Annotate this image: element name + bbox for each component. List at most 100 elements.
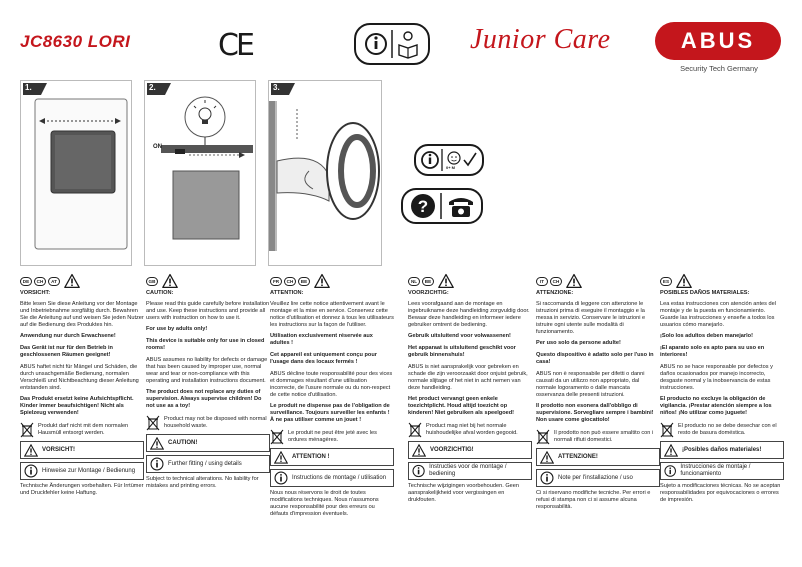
info-icon <box>421 151 439 169</box>
info-icon <box>150 457 164 471</box>
crossed-out-bin-icon <box>146 415 160 431</box>
abus-logo: ABUS <box>655 22 781 60</box>
crossed-out-bin-icon <box>270 429 284 445</box>
adults-only-note: Anwendung nur durch Erwachsene! <box>20 333 116 339</box>
crossed-out-bin-icon <box>536 429 550 445</box>
warning-triangle-icon <box>412 443 426 457</box>
indoor-only-note: This device is suitable only for use in … <box>146 338 265 351</box>
indoor-only-note: Questo dispositivo è adatto solo per l'u… <box>536 352 654 365</box>
country-flag-at: AT <box>48 276 60 286</box>
disposal-row: Il prodotto non può essere smaltito con … <box>536 429 660 445</box>
section-heading: VORSICHT: <box>20 290 51 296</box>
step-number: 2. <box>147 83 171 95</box>
disposal-text: Le produit ne peut être jeté avec les or… <box>288 430 377 443</box>
country-flag-it: IT <box>536 276 548 286</box>
warning-triangle-icon <box>664 443 678 457</box>
ce-mark: CE <box>218 28 255 63</box>
adults-only-note: For use by adults only! <box>146 326 208 332</box>
country-flag-nl: NL <box>408 276 420 286</box>
on-label: ON <box>153 144 162 150</box>
disposal-row: Le produit ne peut être jeté avec les or… <box>270 429 394 445</box>
info-label: Instructions de montage / utilisation <box>292 474 387 481</box>
section-heading: POSIBLES DAÑOS MATERIALES: <box>660 290 750 296</box>
crossed-out-bin-icon <box>408 422 422 438</box>
supervision-note: El producto no excluye la obligación de … <box>660 396 772 416</box>
section-heading: ATTENTION: <box>270 290 304 296</box>
disposal-row: Product may not be disposed with normal … <box>146 415 270 431</box>
crossed-out-bin-icon <box>20 422 34 438</box>
panel-step-2: 2. ON <box>144 80 256 266</box>
crossed-out-bin-icon <box>660 422 674 438</box>
footer-text: Nous nous réservons le droit de toutes m… <box>270 490 379 517</box>
liability-text: ABUS haftet nicht für Mängel und Schäden… <box>20 364 139 391</box>
info-label: Instrucciones de montaje / funcionamient… <box>680 464 751 477</box>
caution-label: ATTENZIONE! <box>558 453 598 460</box>
info-label: Hinweise zur Montage / Bedienung <box>42 467 136 474</box>
disposal-text: Product may not be disposed with normal … <box>164 416 267 429</box>
footer-text: Ci si riservano modifiche tecniche. Per … <box>536 490 651 510</box>
country-flag-ch: CH <box>550 276 562 286</box>
adults-only-note: Per uso solo da persone adulte! <box>536 340 621 346</box>
country-flag-gb: GB <box>146 276 158 286</box>
disposal-text: Product mag niet bij het normale huishou… <box>426 423 518 436</box>
warning-triangle-icon <box>438 273 454 289</box>
column-es: ES POSIBLES DAÑOS MATERIALES: Lea estas … <box>660 272 784 508</box>
footer-text: Technische Änderungen vorbehalten. Für I… <box>20 483 144 496</box>
info-label: Instructies voor de montage / bediening <box>429 464 507 477</box>
liability-text: ABUS is niet aansprakelijk voor gebreken… <box>408 364 528 391</box>
question-icon: ? <box>411 194 435 218</box>
info-icon <box>412 464 425 478</box>
panel-step-3: 3. <box>268 80 382 266</box>
info-manual-badge <box>354 23 430 65</box>
indoor-only-note: ¡El aparato solo es apto para su uso en … <box>660 345 765 358</box>
column-gb: GB CAUTION: Please read this guide caref… <box>146 272 270 494</box>
indoor-only-note: Cet appareil est uniquement conçu pour l… <box>270 352 377 365</box>
warning-triangle-icon <box>566 273 582 289</box>
country-flag-ch: CH <box>284 276 296 286</box>
section-heading: CAUTION: <box>146 290 174 296</box>
liability-text: ABUS non è responsabile per difetti o da… <box>536 371 645 398</box>
supervision-note: Het product vervangt geen enkele toezich… <box>408 396 514 416</box>
supervision-note: Das Produkt ersetzt keine Aufsichtspflic… <box>20 396 134 416</box>
info-icon <box>664 465 676 477</box>
telephone-icon <box>449 198 473 217</box>
info-row: Instructies voor de montage / bediening <box>408 462 532 480</box>
adults-only-note: Gebruik uitsluitend voor volwassenen! <box>408 333 511 339</box>
intro-text: Lea estas instrucciones con atención ant… <box>660 301 776 328</box>
country-flags: ES <box>660 272 784 290</box>
book-icon <box>398 31 418 59</box>
warning-triangle-icon <box>162 273 178 289</box>
caution-label: ATTENTION ! <box>292 453 330 460</box>
caution-row: CAUTION! <box>146 434 270 452</box>
caution-row: VOORZICHTIG! <box>408 441 532 459</box>
caution-row: ¡Posibles daños materiales! <box>660 441 784 459</box>
caution-label: CAUTION! <box>168 439 198 446</box>
info-row: Instructions de montage / utilisation <box>270 469 394 487</box>
supervision-note: Il prodotto non esonera dall'obbligo di … <box>536 403 654 423</box>
info-row: Instrucciones de montaje / funcionamient… <box>660 462 784 480</box>
adults-only-note: ¡Solo los adultos deben manejarlo! <box>660 333 753 339</box>
check-icon <box>463 152 477 167</box>
country-flag-de: DE <box>20 276 32 286</box>
step-number: 3. <box>271 83 295 95</box>
caution-label: ¡Posibles daños materiales! <box>682 446 762 453</box>
abus-tagline: Security Tech Germany <box>680 64 758 73</box>
lightbulb-icon <box>193 100 217 124</box>
warning-triangle-icon <box>24 443 38 457</box>
step-number: 1. <box>23 83 47 95</box>
disposal-row: El producto no se debe desechar con el r… <box>660 422 784 438</box>
info-row: Further fitting / using details <box>146 455 270 473</box>
indoor-only-note: Het apparaat is uitsluitend geschikt voo… <box>408 345 516 358</box>
warning-triangle-icon <box>274 450 288 464</box>
supervision-note: Le produit ne dispense pas de l'obligati… <box>270 403 390 423</box>
section-heading: ATTENZIONE: <box>536 290 574 296</box>
liability-text: ABUS no se hace responsable por defectos… <box>660 364 773 391</box>
svg-text:?: ? <box>418 197 428 216</box>
